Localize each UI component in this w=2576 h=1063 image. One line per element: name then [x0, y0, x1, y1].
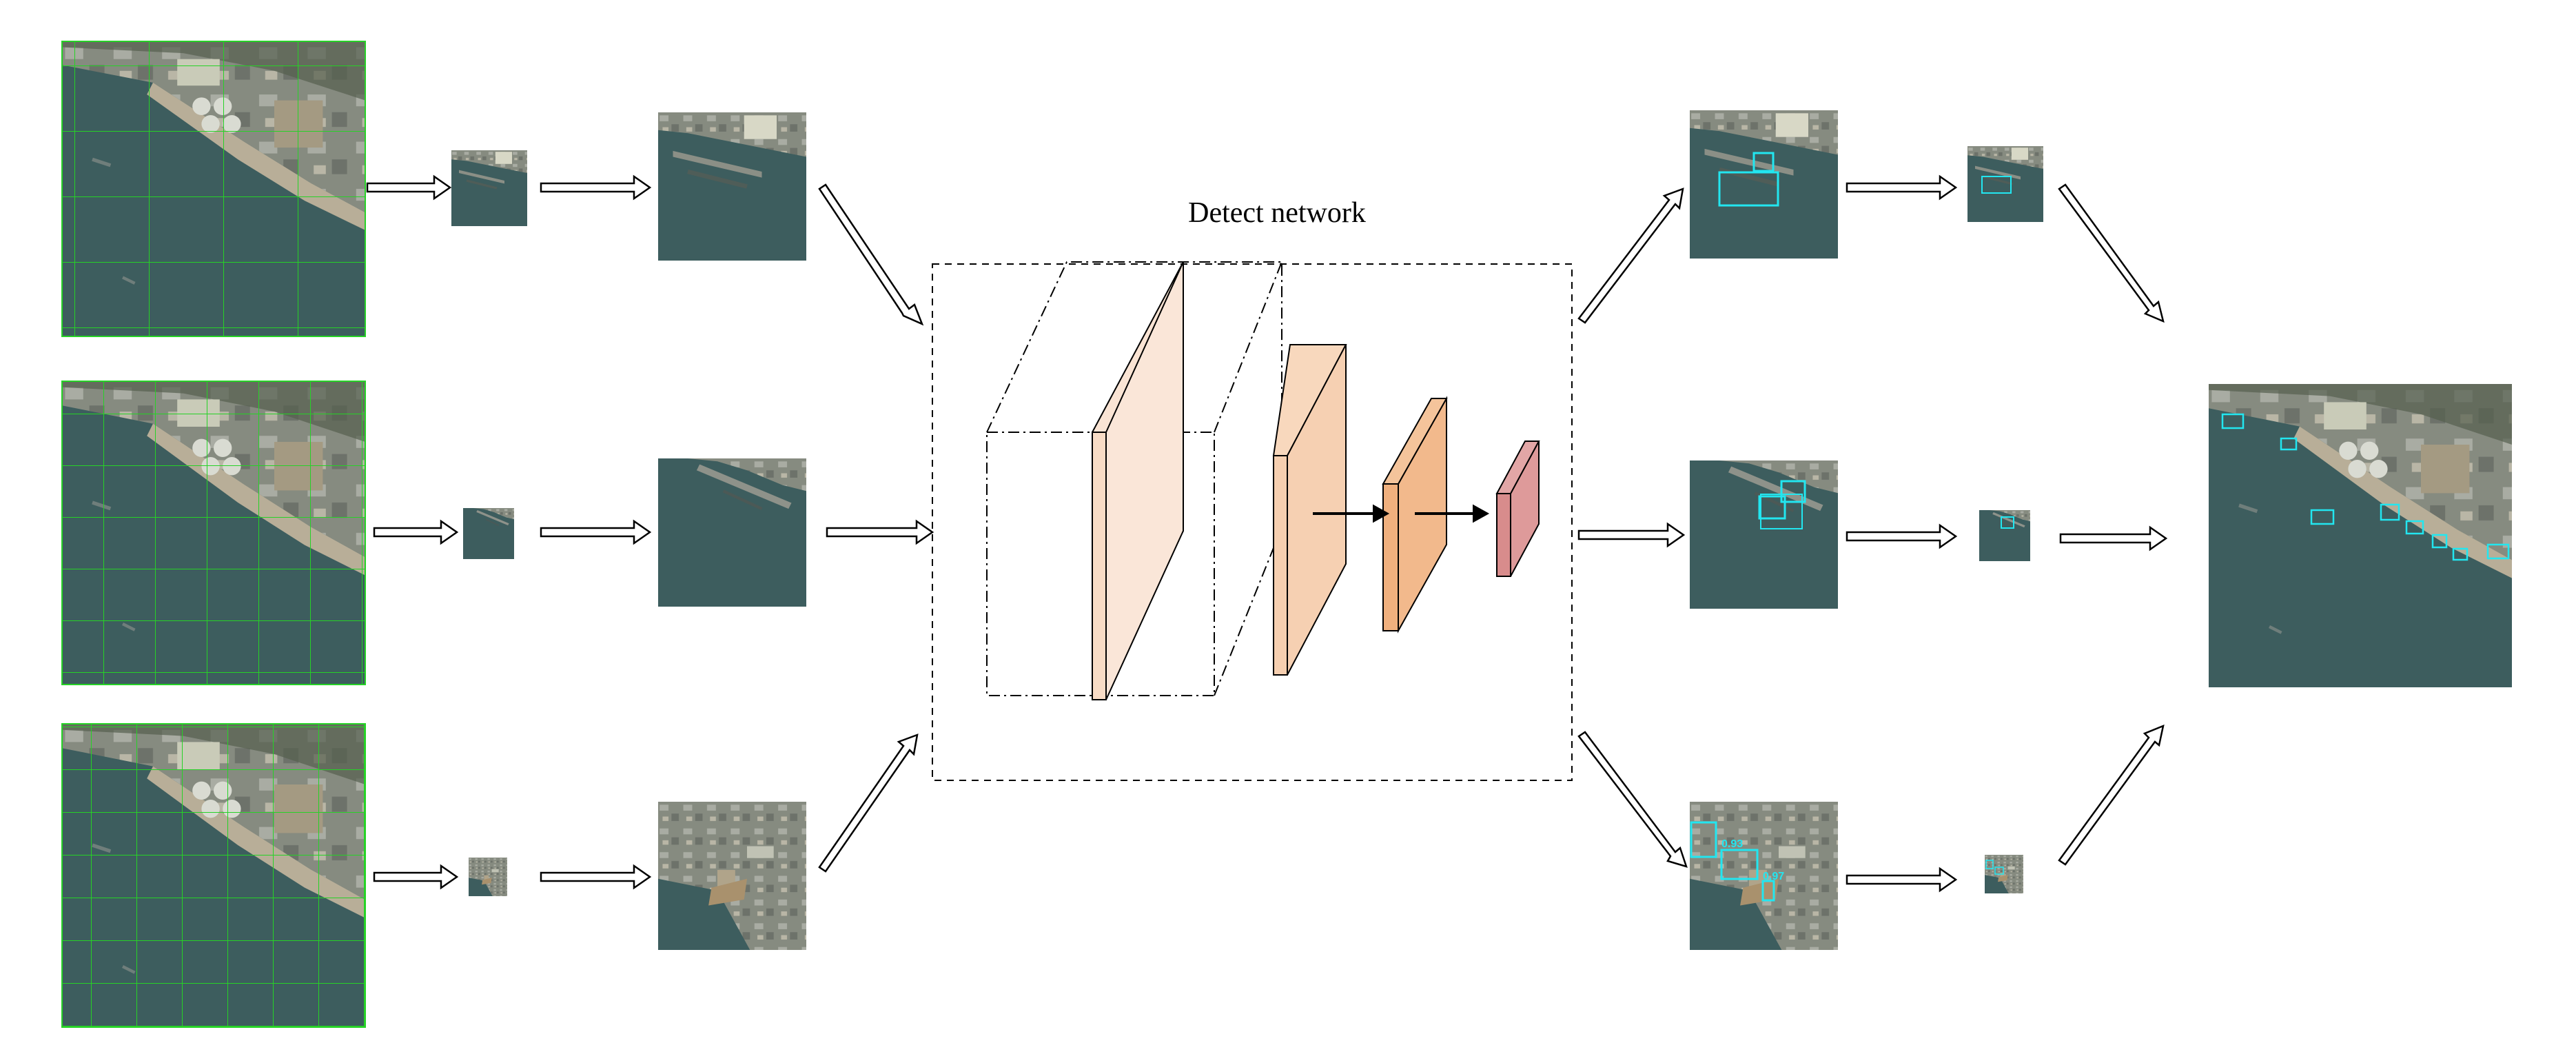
downscaled-result-middle	[1979, 510, 2030, 561]
arrow-diagonal-up-icon	[818, 733, 919, 873]
upscaled-crop-middle	[658, 458, 806, 607]
arrow-right-icon	[1373, 504, 1390, 523]
feature-map-layer-2	[1272, 344, 1347, 676]
detect-network-title: Detect network	[1188, 197, 1366, 229]
grid-image-fine	[61, 723, 366, 1028]
arrow-right-icon	[1473, 504, 1490, 523]
grid-image-coarse	[61, 41, 366, 337]
arrow-right-icon	[2059, 525, 2168, 551]
detection-score-label: 0.97	[1763, 871, 1784, 882]
arrow-diagonal-down-icon	[1577, 731, 1688, 868]
arrow-right-icon	[540, 174, 652, 201]
hollow-arrows-left	[366, 174, 934, 890]
network-boundary	[932, 263, 1573, 781]
arrow-diagonal-up-icon	[2058, 724, 2165, 866]
upscaled-crop-top	[658, 112, 806, 261]
layer-arrows	[1313, 504, 1490, 523]
downscaled-result-bottom	[1985, 855, 2023, 893]
feature-map-layer-4	[1495, 441, 1540, 577]
hollow-arrows-right	[1577, 174, 2168, 893]
arrow-right-icon	[373, 864, 459, 890]
upscaled-crop-bottom	[658, 802, 806, 950]
arrow-diagonal-up-icon	[1577, 188, 1684, 324]
arrow-right-icon	[1846, 174, 1958, 201]
downscaled-result-top	[1967, 146, 2043, 222]
arrow-right-icon	[540, 864, 652, 890]
arrow-diagonal-down-icon	[818, 183, 924, 326]
arrow-right-icon	[1846, 523, 1958, 549]
grid-image-medium	[61, 381, 366, 685]
feature-map-layer-1	[1092, 261, 1184, 700]
arrow-diagonal-down-icon	[2058, 183, 2165, 323]
arrow-right-icon	[366, 174, 452, 201]
crop-thumbnail-top	[451, 150, 527, 226]
final-merged-result	[2209, 384, 2512, 687]
detection-score-label: 0.93	[1721, 838, 1743, 850]
crop-thumbnail-middle	[463, 508, 514, 559]
arrow-right-icon	[826, 519, 934, 545]
crop-thumbnail-bottom	[469, 858, 507, 896]
detection-output-middle	[1690, 460, 1838, 609]
arrow-right-icon	[1577, 522, 1686, 548]
arrow-right-icon	[373, 519, 459, 545]
arrow-right-icon	[540, 519, 652, 545]
arrow-right-icon	[1846, 867, 1958, 893]
detection-output-bottom: 0.93 0.97	[1690, 802, 1838, 950]
detect-network: Detect network	[932, 197, 1573, 781]
detection-output-top	[1690, 110, 1838, 259]
